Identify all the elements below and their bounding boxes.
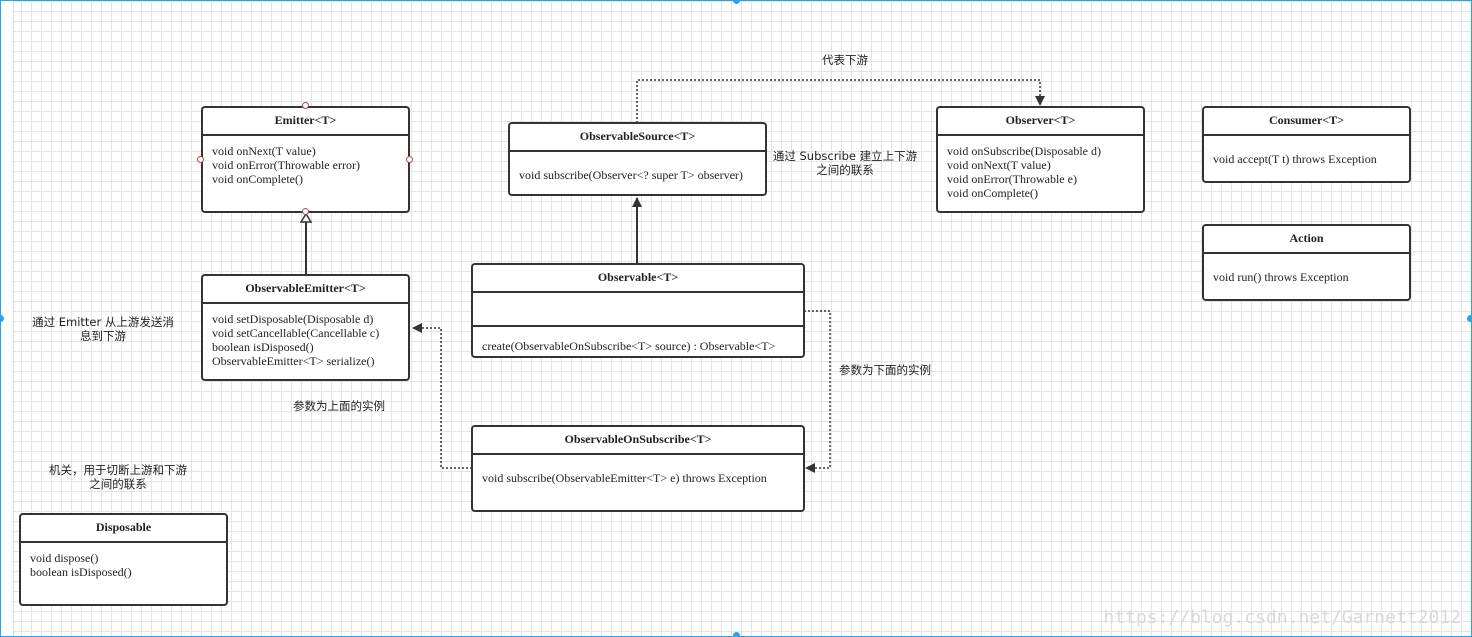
observable-emitter-class-name: ObservableEmitter<T>	[203, 276, 408, 304]
method-row: void onSubscribe(Disposable d)	[947, 144, 1101, 158]
method-row: void accept(T t) throws Exception	[1213, 152, 1377, 166]
consumer-class-name: Consumer<T>	[1204, 108, 1409, 136]
attributes-compartment	[473, 293, 803, 325]
connection-handle-top[interactable]	[302, 102, 309, 109]
observable-source-class-box[interactable]: ObservableSource<T> void subscribe(Obser…	[508, 122, 767, 196]
observer-class-name: Observer<T>	[938, 108, 1143, 136]
method-row: void onComplete()	[947, 186, 1038, 200]
method-row: boolean isDisposed()	[30, 565, 132, 579]
note-line: 息到下游	[80, 329, 126, 343]
note-downstream[interactable]: 代表下游	[807, 53, 883, 67]
method-row: void onComplete()	[212, 172, 303, 186]
observer-class-box[interactable]: Observer<T> void onSubscribe(Disposable …	[936, 106, 1145, 213]
selection-handle-bottom[interactable]	[733, 632, 740, 636]
action-class-name: Action	[1204, 226, 1409, 254]
connection-handle-right[interactable]	[406, 156, 413, 163]
connector-on-subscribe-to-emitter[interactable]	[412, 323, 472, 469]
selection-handle-left[interactable]	[1, 315, 4, 322]
observable-class-name: Observable<T>	[473, 265, 803, 293]
note-line: 机关，用于切断上游和下游	[49, 463, 187, 477]
emitter-class-name: Emitter<T>	[203, 108, 408, 136]
observable-on-subscribe-class-box[interactable]: ObservableOnSubscribe<T> void subscribe(…	[471, 425, 805, 512]
note-line: 之间的联系	[89, 477, 147, 491]
method-row: ObservableEmitter<T> serialize()	[212, 354, 375, 368]
method-row: create(ObservableOnSubscribe<T> source) …	[482, 339, 776, 353]
note-subscribe-link[interactable]: 通过 Subscribe 建立上下游 之间的联系	[767, 149, 923, 177]
observable-source-class-name: ObservableSource<T>	[510, 124, 765, 152]
method-row: void setDisposable(Disposable d)	[212, 312, 374, 326]
observable-on-subscribe-class-name: ObservableOnSubscribe<T>	[473, 427, 803, 455]
method-row: void run() throws Exception	[1213, 270, 1349, 284]
connector-observable-to-on-subscribe[interactable]	[804, 310, 831, 473]
method-row: void onError(Throwable error)	[212, 158, 360, 172]
note-line: 通过 Emitter 从上游发送消	[32, 315, 174, 329]
watermark: https://blog.csdn.net/Garnett2012	[1103, 607, 1461, 628]
selection-handle-right[interactable]	[1467, 315, 1471, 322]
selection-handle-top[interactable]	[733, 1, 740, 4]
note-text: 参数为上面的实例	[293, 399, 385, 413]
disposable-class-name: Disposable	[21, 515, 226, 543]
note-param-below[interactable]: 参数为下面的实例	[827, 363, 943, 377]
note-text: 代表下游	[822, 53, 868, 67]
connection-handle-left[interactable]	[197, 156, 204, 163]
method-row: void dispose()	[30, 551, 99, 565]
compartment-divider	[473, 325, 803, 327]
note-line: 通过 Subscribe 建立上下游	[772, 149, 918, 163]
method-row: void onError(Throwable e)	[947, 172, 1077, 186]
method-row: boolean isDisposed()	[212, 340, 314, 354]
note-line: 之间的联系	[816, 163, 874, 177]
emitter-class-box[interactable]: Emitter<T> void onNext(T value) void onE…	[201, 106, 410, 213]
method-row: void onNext(T value)	[212, 144, 316, 158]
action-class-box[interactable]: Action void run() throws Exception	[1202, 224, 1411, 301]
note-switch[interactable]: 机关，用于切断上游和下游 之间的联系	[35, 463, 201, 491]
observable-class-box[interactable]: Observable<T> create(ObservableOnSubscri…	[471, 263, 805, 358]
note-text: 参数为下面的实例	[839, 363, 931, 377]
note-param-above[interactable]: 参数为上面的实例	[281, 399, 397, 413]
consumer-class-box[interactable]: Consumer<T> void accept(T t) throws Exce…	[1202, 106, 1411, 183]
connection-handle-bottom[interactable]	[302, 208, 309, 215]
method-row: void setCancellable(Cancellable c)	[212, 326, 380, 340]
method-row: void subscribe(Observer<? super T> obser…	[519, 168, 743, 182]
observable-emitter-class-box[interactable]: ObservableEmitter<T> void setDisposable(…	[201, 274, 410, 381]
disposable-class-box[interactable]: Disposable void dispose() boolean isDisp…	[19, 513, 228, 606]
method-row: void subscribe(ObservableEmitter<T> e) t…	[482, 471, 767, 485]
note-emitter-send[interactable]: 通过 Emitter 从上游发送消 息到下游	[25, 315, 181, 343]
method-row: void onNext(T value)	[947, 158, 1051, 172]
